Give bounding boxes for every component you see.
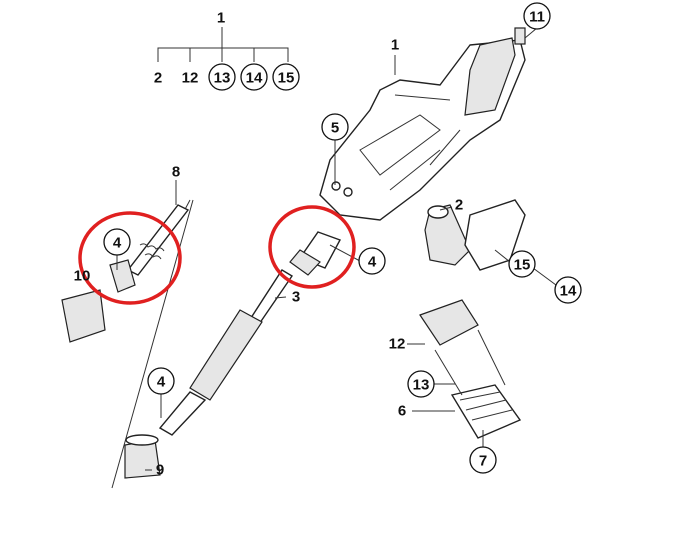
legend-parent-label: 1 bbox=[217, 10, 225, 27]
callout-4-lower: 4 bbox=[157, 374, 166, 391]
callout-2: 2 bbox=[455, 197, 463, 214]
callout-5: 5 bbox=[331, 120, 339, 137]
callout-12: 12 bbox=[389, 336, 406, 353]
callout-3: 3 bbox=[292, 289, 300, 306]
legend-child-14: 14 bbox=[246, 70, 263, 87]
callout-6: 6 bbox=[398, 403, 406, 420]
callout-14: 14 bbox=[560, 283, 577, 300]
callout-10: 10 bbox=[74, 268, 91, 285]
callout-labels: 11 1 5 8 2 4 4 10 15 14 3 12 13 6 4 7 9 bbox=[74, 2, 582, 479]
callout-4-center: 4 bbox=[368, 254, 377, 271]
lower-shaft-assembly bbox=[61, 199, 194, 489]
highlight-circle-center bbox=[268, 205, 356, 289]
legend-child-15: 15 bbox=[278, 70, 295, 87]
callout-13: 13 bbox=[413, 377, 430, 394]
highlight-circle-left bbox=[78, 211, 182, 305]
control-module bbox=[419, 299, 522, 439]
intermediate-shaft bbox=[158, 231, 341, 436]
callout-15: 15 bbox=[514, 257, 531, 274]
legend-child-13: 13 bbox=[214, 70, 231, 87]
leader-lines bbox=[116, 27, 557, 471]
legend-child-12: 12 bbox=[182, 70, 199, 87]
legend-child-2: 2 bbox=[154, 70, 162, 87]
steering-column-housing bbox=[319, 27, 526, 221]
callout-8: 8 bbox=[172, 164, 180, 181]
legend-tree: 1 2 12 13 14 15 bbox=[154, 10, 300, 91]
callout-9: 9 bbox=[156, 462, 164, 479]
callout-4-left: 4 bbox=[113, 235, 122, 252]
callout-11: 11 bbox=[529, 9, 545, 26]
callout-1: 1 bbox=[391, 37, 399, 54]
callout-7: 7 bbox=[479, 453, 487, 470]
